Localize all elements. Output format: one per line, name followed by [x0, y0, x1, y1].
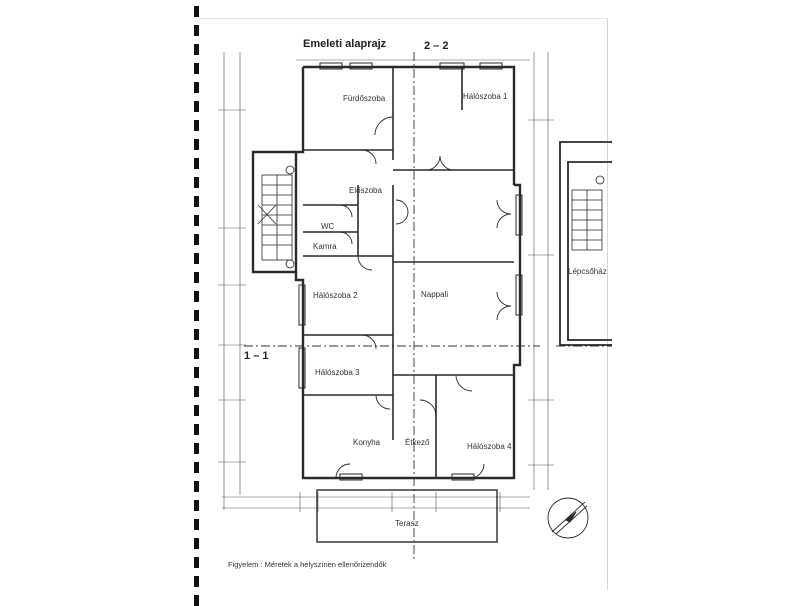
binding-hole: [194, 82, 199, 93]
binding-hole: [194, 234, 199, 245]
binding-hole: [194, 348, 199, 359]
binding-hole: [194, 215, 199, 226]
binding-hole: [194, 519, 199, 530]
binding-hole: [194, 177, 199, 188]
binding-hole: [194, 443, 199, 454]
binding-hole: [194, 405, 199, 416]
room-kamra: Kamra: [313, 242, 337, 251]
binding-hole: [194, 63, 199, 74]
room-haloszoba-2: Hálószoba 2: [313, 291, 358, 300]
binding-hole: [194, 310, 199, 321]
room-terasz: Terasz: [395, 519, 419, 528]
footnote: Figyelem : Méretek a helyszínen ellenőri…: [228, 560, 387, 569]
interior-walls: [303, 67, 514, 478]
north-arrow-icon: [547, 497, 589, 539]
binding-hole: [194, 272, 199, 283]
binding-hole: [194, 462, 199, 473]
binding-hole: [194, 291, 199, 302]
room-haloszoba-1: Hálószoba 1: [463, 92, 508, 101]
staircase-left: [257, 165, 295, 269]
binding-hole: [194, 500, 199, 511]
neighbour-building: [559, 141, 612, 346]
binding-hole: [194, 481, 199, 492]
binding-holes: [190, 0, 204, 606]
binding-hole: [194, 386, 199, 397]
room-haloszoba-3: Hálószoba 3: [315, 368, 360, 377]
binding-hole: [194, 101, 199, 112]
binding-hole: [194, 196, 199, 207]
room-haloszoba-4: Hálószoba 4: [467, 442, 512, 451]
room-eloszoba: Előszoba: [349, 186, 382, 195]
room-konyha: Konyha: [353, 438, 381, 447]
room-lepcsohaz: Lépcsőház: [568, 267, 607, 276]
dimension-lines: [218, 52, 554, 512]
section-cut-lines: [244, 52, 612, 560]
page-edge-right: [607, 18, 608, 590]
exterior-walls: [251, 65, 522, 480]
page-edge-top: [200, 18, 608, 19]
binding-hole: [194, 557, 199, 568]
binding-hole: [194, 253, 199, 264]
room-furdoszoba: Fürdőszoba: [343, 94, 386, 103]
door-swings: [335, 116, 512, 479]
window-marks: [298, 62, 523, 481]
binding-hole: [194, 6, 199, 17]
section-label-1-1: 1 – 1: [244, 350, 269, 362]
binding-hole: [194, 329, 199, 340]
binding-hole: [194, 367, 199, 378]
binding-hole: [194, 120, 199, 131]
binding-hole: [194, 44, 199, 55]
binding-hole: [194, 25, 199, 36]
staircase-right: [571, 175, 605, 251]
binding-hole: [194, 139, 199, 150]
room-etkezo: Étkező: [405, 438, 430, 447]
drawing-title: Emeleti alaprajz: [303, 38, 387, 50]
terrace-outline: [316, 489, 498, 543]
binding-hole: [194, 158, 199, 169]
section-label-2-2: 2 – 2: [424, 40, 449, 52]
binding-hole: [194, 538, 199, 549]
room-nappali: Nappali: [421, 290, 449, 299]
binding-hole: [194, 576, 199, 587]
binding-hole: [194, 424, 199, 435]
room-wc: WC: [321, 222, 335, 231]
